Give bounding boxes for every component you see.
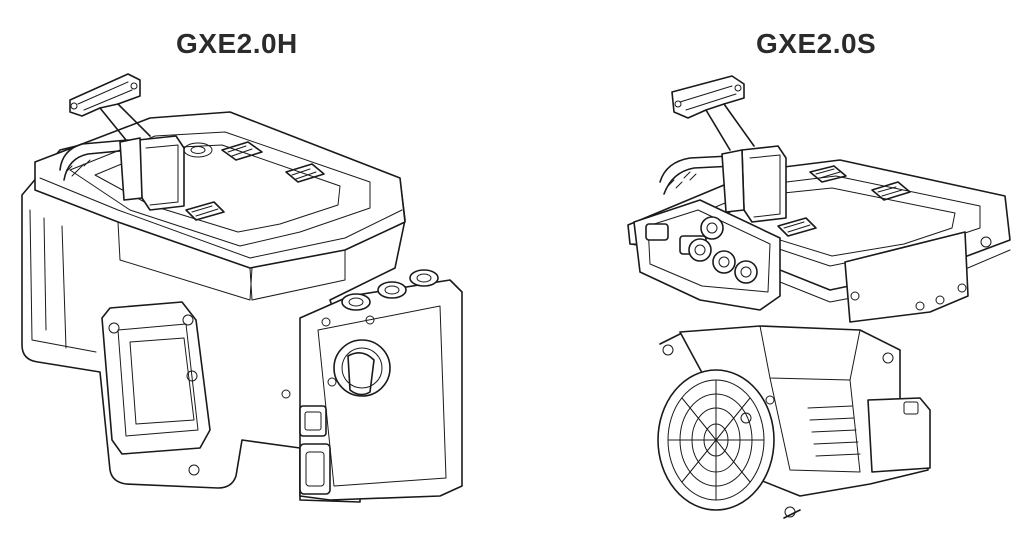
engine-gxe20s-drawing xyxy=(627,75,1011,519)
engine-gxe20h-drawing xyxy=(21,73,463,503)
model-label-gxe20s: GXE2.0S xyxy=(756,28,877,59)
model-label-gxe20h: GXE2.0H xyxy=(176,28,298,59)
